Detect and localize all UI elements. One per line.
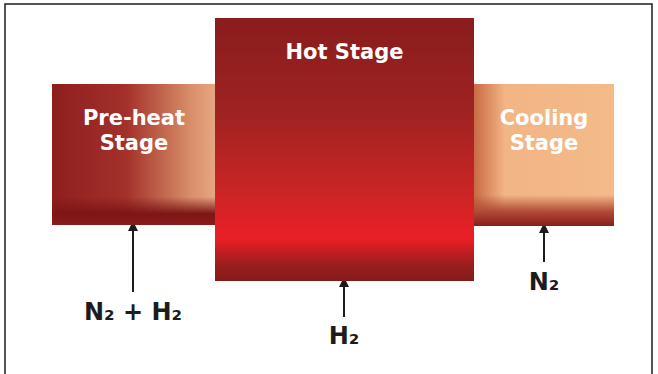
stage-label: Hot Stage (245, 40, 445, 281)
gas-label: N₂ + H₂ (84, 298, 182, 326)
stage-label: Pre-heat Stage (74, 106, 194, 225)
hot-stage: Hot Stage (215, 18, 474, 281)
gas-arrow (343, 282, 345, 317)
gas-label: H₂ (329, 322, 360, 350)
preheat-stage: Pre-heat Stage (52, 84, 216, 225)
cooling-stage: Cooling Stage (474, 84, 614, 226)
gas-label: N₂ (529, 268, 560, 296)
stage-label: Cooling Stage (489, 106, 599, 226)
gas-arrow (543, 228, 545, 262)
frame (5, 4, 652, 374)
gas-arrow (132, 226, 134, 292)
